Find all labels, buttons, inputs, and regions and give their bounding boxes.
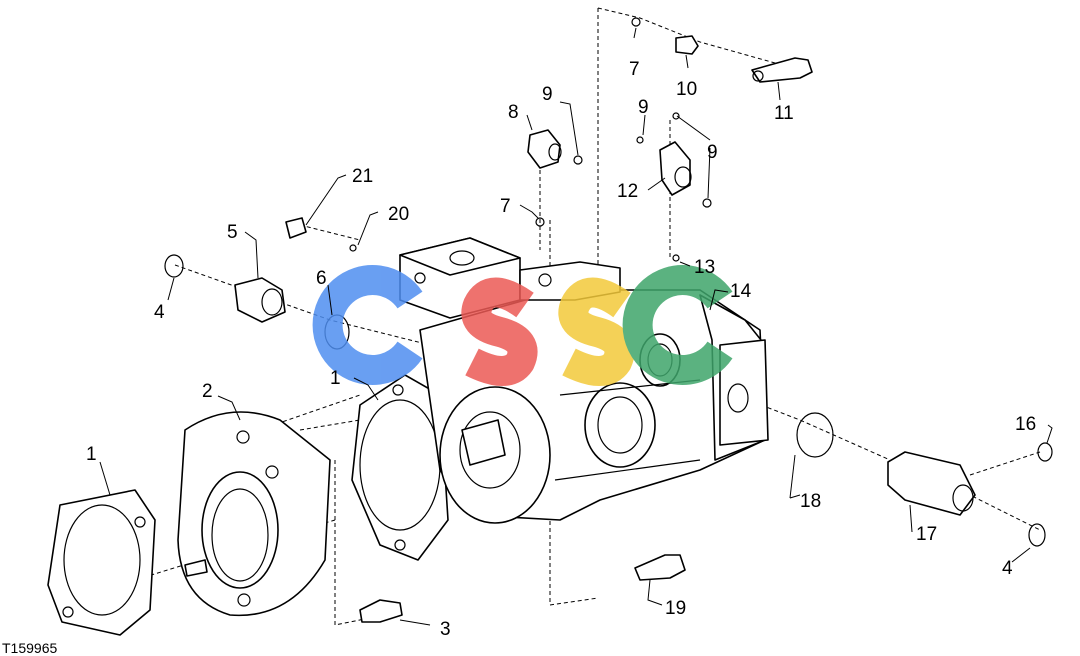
figure-id: T159965 — [2, 640, 57, 656]
watermark-letter-c2 — [622, 265, 733, 385]
callout-8: 8 — [508, 102, 519, 123]
watermark — [312, 265, 733, 386]
gasket-right — [351, 374, 449, 561]
callout-11: 11 — [774, 103, 794, 124]
callout-6: 6 — [316, 268, 327, 289]
callout-2: 2 — [202, 381, 213, 402]
callout-3: 3 — [440, 619, 451, 640]
leader-lines — [99, 27, 1053, 626]
callout-9-a: 9 — [542, 84, 553, 105]
callout-18: 18 — [800, 491, 821, 512]
callout-19: 19 — [665, 598, 686, 619]
callout-5: 5 — [227, 222, 238, 243]
bolts — [359, 554, 686, 623]
callout-1-left: 1 — [86, 444, 97, 465]
pump-body — [419, 289, 769, 524]
watermark-letter-c1 — [312, 265, 423, 385]
watermark-letter-s2 — [558, 277, 635, 386]
callout-9-b: 9 — [638, 97, 649, 118]
gasket-left — [47, 489, 156, 636]
watermark-letter-s — [461, 277, 538, 386]
callout-7-top: 7 — [629, 59, 640, 80]
callout-7-mid: 7 — [500, 196, 511, 217]
callout-17: 17 — [916, 524, 937, 545]
fittings — [285, 17, 813, 262]
callout-21: 21 — [352, 166, 373, 187]
callout-16: 16 — [1015, 414, 1036, 435]
callout-4-left: 4 — [154, 302, 165, 323]
callout-13: 13 — [694, 257, 715, 278]
callout-9-c: 9 — [707, 142, 718, 163]
callout-14: 14 — [730, 281, 752, 302]
callout-12: 12 — [617, 181, 638, 202]
callout-1-right: 1 — [330, 368, 341, 389]
adapter-plate — [177, 411, 331, 617]
callouts: 1 1 2 3 4 4 5 6 7 7 8 9 9 9 10 11 12 13 … — [86, 59, 1036, 640]
callout-10: 10 — [676, 79, 697, 100]
callout-4-right: 4 — [1002, 558, 1013, 579]
right-fittings — [796, 412, 1053, 547]
callout-20: 20 — [388, 204, 409, 225]
